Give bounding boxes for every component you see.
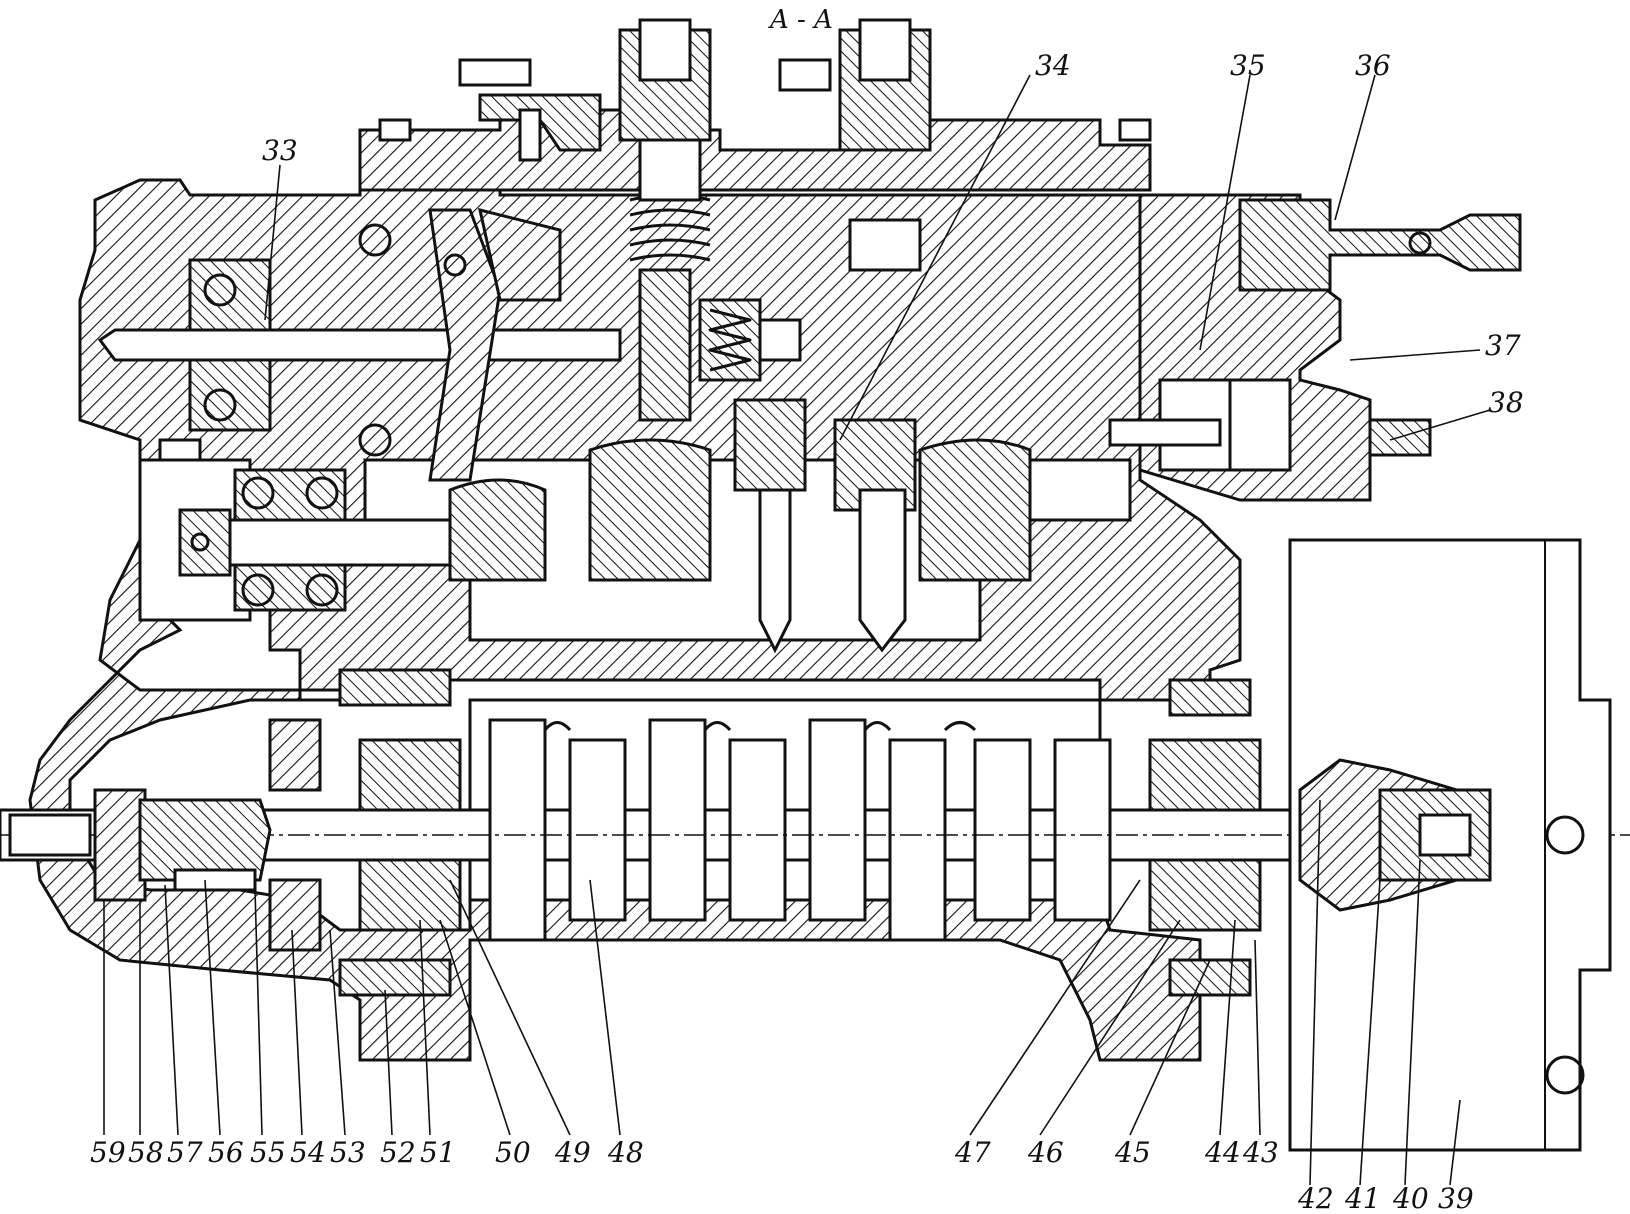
callout-48: 48 (607, 1136, 644, 1169)
plunger-springs (629, 138, 711, 422)
callout-55: 55 (250, 1136, 286, 1169)
callout-52: 52 (380, 1136, 416, 1169)
callout-leaders (103, 74, 1491, 1186)
callout-42: 42 (1297, 1182, 1334, 1214)
callout-38: 38 (1488, 386, 1524, 419)
callout-44: 44 (1204, 1136, 1241, 1169)
callout-58: 58 (128, 1136, 164, 1169)
callout-39: 39 (1438, 1182, 1474, 1214)
section-title: A - A (768, 5, 833, 35)
callout-45: 45 (1114, 1136, 1151, 1169)
callout-36: 36 (1355, 49, 1391, 82)
drive-gear-bearings (178, 468, 462, 612)
drive-end-parts (8, 788, 272, 902)
camshaft-bearings (268, 668, 1262, 997)
right-end-fittings (1108, 193, 1522, 502)
callout-33: 33 (262, 134, 298, 167)
callout-43: 43 (1242, 1136, 1279, 1169)
callout-50: 50 (495, 1136, 531, 1169)
callout-40: 40 (1392, 1182, 1429, 1214)
governor-assembly (97, 207, 802, 482)
callout-57: 57 (167, 1136, 203, 1169)
callout-56: 56 (208, 1136, 244, 1169)
callout-labels: 33 34 35 36 37 38 59 58 57 56 55 54 53 5… (90, 49, 1524, 1214)
callout-37: 37 (1485, 329, 1521, 362)
callout-54: 54 (290, 1136, 326, 1169)
callout-46: 46 (1027, 1136, 1064, 1169)
callout-41: 41 (1344, 1182, 1381, 1214)
callout-49: 49 (554, 1136, 591, 1169)
callout-47: 47 (954, 1136, 991, 1169)
callout-34: 34 (1035, 49, 1071, 82)
callout-35: 35 (1230, 49, 1266, 82)
callout-53: 53 (330, 1136, 366, 1169)
drive-coupling (1288, 538, 1612, 1152)
callout-51: 51 (420, 1136, 456, 1169)
tappets (448, 398, 1032, 654)
callout-59: 59 (90, 1136, 126, 1169)
